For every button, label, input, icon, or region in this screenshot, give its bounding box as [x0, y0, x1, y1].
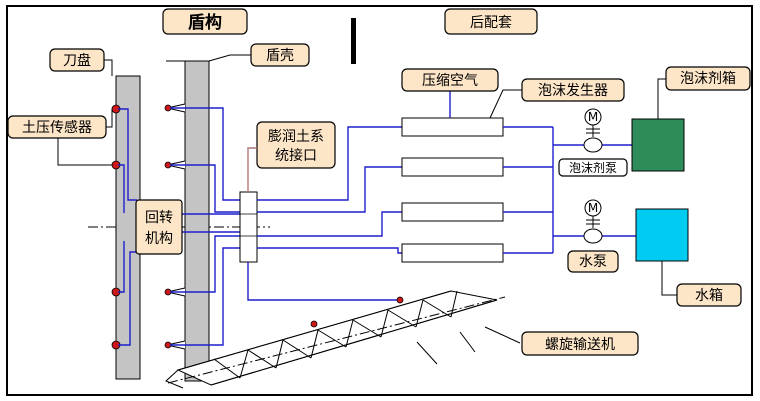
water-pump-tag: 水泵	[567, 250, 619, 273]
bentonite-port-text-1: 膨润土系	[268, 128, 324, 145]
shield-shell-tag: 盾壳	[166, 43, 310, 67]
water-tank-tag: 水箱	[661, 261, 742, 307]
screw-conveyor-tag: 螺旋输送机	[521, 331, 639, 356]
shield-title-text: 盾构	[188, 12, 222, 33]
pump-supply-pipes	[449, 86, 636, 254]
foam-generator-unit	[401, 202, 504, 222]
foam-agent-tank	[631, 118, 685, 172]
foam-generator-unit	[401, 117, 504, 137]
shield-shell-text: 盾壳	[266, 47, 294, 64]
foam-agent-tank-text: 泡沫剂箱	[680, 71, 736, 87]
screw-conveyor-text: 螺旋输送机	[545, 337, 615, 353]
screw-conveyor-leads	[416, 326, 521, 365]
water-pump-text: 水泵	[579, 254, 607, 270]
compressed-air-text: 压缩空气	[422, 73, 478, 89]
water-pump-motor-symbol: M	[588, 201, 598, 215]
cutterhead-tag: 刀盘	[49, 48, 113, 76]
compressed-air-tag: 压缩空气	[401, 68, 499, 92]
water-pump: M	[583, 199, 603, 244]
cutterhead-text: 刀盘	[63, 52, 91, 69]
shield-title: 盾构	[162, 8, 248, 35]
earth-pressure-sensor-tag: 土压传感器	[7, 109, 113, 166]
foam-pump-motor-symbol: M	[588, 110, 598, 124]
foam-generator-text: 泡沫发生器	[538, 83, 608, 99]
shield-pipes	[118, 107, 240, 346]
rotary-mechanism: 回转 机构	[135, 199, 183, 255]
foam-generators	[401, 117, 504, 263]
foam-agent-pump-text: 泡沫剂泵	[569, 160, 617, 175]
backup-title: 后配套	[444, 8, 538, 35]
shield-shell	[184, 60, 210, 382]
foam-agent-tank-tag: 泡沫剂箱	[657, 66, 751, 119]
backup-title-text: 后配套	[470, 15, 512, 31]
bentonite-port-tag: 膨润土系 统接口	[247, 121, 336, 192]
foam-generator-tag: 泡沫发生器	[489, 78, 625, 119]
water-tank-text: 水箱	[695, 288, 723, 304]
rotary-label-1: 回转	[145, 210, 173, 226]
earth-pressure-sensor-text: 土压传感器	[22, 119, 92, 136]
foam-agent-pump-tag: 泡沫剂泵	[558, 158, 628, 177]
bentonite-port-text-2: 统接口	[275, 147, 317, 164]
foam-agent-pump: M	[583, 108, 603, 153]
water-tank	[635, 208, 689, 262]
screw-conveyor	[165, 290, 506, 389]
rotary-label-2: 机构	[145, 231, 173, 247]
foam-generator-unit	[401, 243, 504, 263]
section-divider-bar	[351, 18, 356, 64]
distribution-manifold	[239, 191, 258, 263]
foam-generator-unit	[401, 157, 504, 177]
